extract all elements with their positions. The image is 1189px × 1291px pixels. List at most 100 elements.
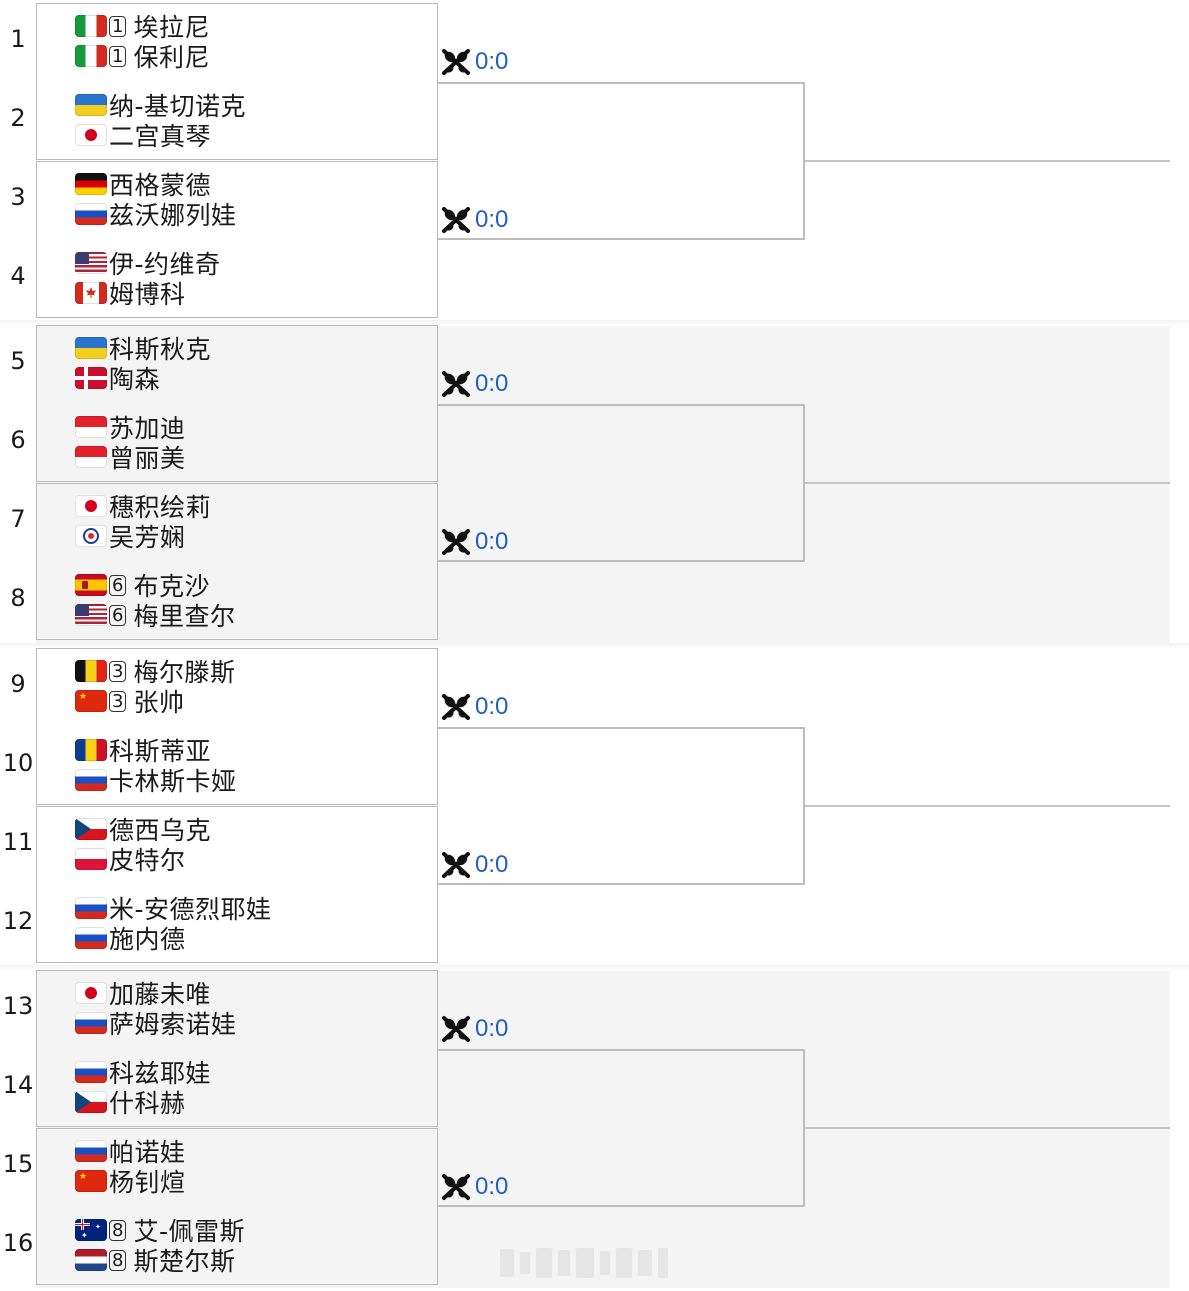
match-score[interactable]: 0:0	[475, 206, 509, 233]
match-result[interactable]: 0:0	[441, 48, 508, 76]
player-entry[interactable]: 1 保利尼	[75, 41, 210, 72]
match-score[interactable]: 0:0	[475, 693, 509, 720]
flag-us-icon	[75, 252, 107, 274]
flag-jp-icon	[75, 124, 107, 146]
player-entry[interactable]: 兹沃娜列娃	[75, 199, 237, 230]
player-name: 兹沃娜列娃	[109, 201, 237, 230]
bracket-section	[36, 325, 1170, 643]
match-score[interactable]: 0:0	[475, 1173, 509, 1200]
flag-ua-icon	[75, 337, 107, 359]
crossed-rackets-icon	[442, 852, 470, 878]
match-score[interactable]: 0:0	[475, 1015, 509, 1042]
match-result[interactable]: 0:0	[441, 851, 508, 879]
match-result[interactable]: 0:0	[441, 1015, 508, 1043]
player-entry[interactable]: 科斯秋克	[75, 333, 212, 364]
player-name: 斯楚尔斯	[133, 1247, 236, 1276]
player-entry[interactable]: 卡林斯卡娅	[75, 765, 237, 796]
player-entry[interactable]: 施内德	[75, 923, 186, 954]
player-name: 加藤未唯	[109, 980, 212, 1009]
crossed-rackets-icon	[442, 529, 470, 555]
flag-cn-icon: ★	[75, 690, 107, 712]
player-entry[interactable]: 萨姆索诺娃	[75, 1008, 237, 1039]
player-entry[interactable]: 吴芳娴	[75, 521, 186, 552]
player-entry[interactable]: 米-安德烈耶娃	[75, 893, 272, 924]
flag-de-icon	[75, 173, 107, 195]
player-entry[interactable]: 伊-约维奇	[75, 248, 221, 279]
crossed-rackets-icon	[442, 1174, 470, 1200]
match-result[interactable]: 0:0	[441, 693, 508, 721]
bracket-section	[36, 970, 1170, 1288]
flag-ru-icon	[75, 1061, 107, 1083]
flag-be-icon	[75, 660, 107, 682]
section-divider	[0, 643, 1189, 649]
player-name: 施内德	[109, 925, 186, 954]
player-entry[interactable]: 皮特尔	[75, 844, 186, 875]
match-score[interactable]: 0:0	[475, 48, 509, 75]
crossed-rackets-icon	[442, 1016, 470, 1042]
player-entry[interactable]: 苏加迪	[75, 412, 186, 443]
match-score[interactable]: 0:0	[475, 370, 509, 397]
player-entry[interactable]: 曾丽美	[75, 442, 186, 473]
player-name: 杨钊煊	[109, 1168, 186, 1197]
seed-badge: 1	[109, 45, 127, 67]
match-number: 12	[2, 907, 34, 935]
player-entry[interactable]: 陶森	[75, 363, 160, 394]
match-score[interactable]: 0:0	[475, 528, 509, 555]
player-entry[interactable]: 科兹耶娃	[75, 1057, 211, 1088]
round3-connector	[805, 805, 1170, 807]
seed-badge: 6	[109, 574, 127, 596]
match-result[interactable]: 0:0	[441, 206, 508, 234]
player-entry[interactable]: 科斯蒂亚	[75, 735, 211, 766]
flag-it-icon	[75, 45, 107, 67]
player-entry[interactable]: 纳-基切诺克	[75, 90, 246, 121]
player-entry[interactable]: 什科赫	[75, 1087, 186, 1118]
player-name: 苏加迪	[109, 414, 186, 443]
match-result[interactable]: 0:0	[441, 528, 508, 556]
match-number: 10	[2, 749, 34, 777]
player-name: 穗积绘莉	[109, 493, 212, 522]
player-name: 科斯秋克	[109, 335, 212, 364]
flag-cz-icon	[75, 818, 107, 840]
player-name: 张帅	[133, 688, 185, 717]
flag-ru-icon	[75, 897, 107, 919]
player-entry[interactable]: 西格蒙德	[75, 169, 211, 200]
player-entry[interactable]: 帕诺娃	[75, 1136, 186, 1167]
player-name: 帕诺娃	[109, 1138, 186, 1167]
round2-connector	[438, 1049, 805, 1207]
match-result[interactable]: 0:0	[441, 370, 508, 398]
player-name: 保利尼	[133, 43, 210, 72]
player-entry[interactable]: 二宫真琴	[75, 120, 211, 151]
match-number: 16	[2, 1229, 34, 1257]
crossed-rackets-icon	[442, 694, 470, 720]
match-number: 15	[2, 1150, 34, 1178]
flag-ru-icon	[75, 769, 107, 791]
match-number: 7	[10, 505, 26, 533]
player-name: 布克沙	[133, 572, 210, 601]
player-name: 德西乌克	[109, 816, 212, 845]
match-number: 9	[10, 670, 26, 698]
player-entry[interactable]: 穗积绘莉	[75, 491, 212, 522]
match-pair-box	[36, 1128, 438, 1285]
match-result[interactable]: 0:0	[441, 1173, 508, 1201]
bracket-section	[36, 648, 1170, 966]
player-entry[interactable]: 姆博科	[75, 278, 186, 309]
player-entry[interactable]: 德西乌克	[75, 814, 212, 845]
match-number: 1	[10, 25, 26, 53]
player-entry[interactable]: ★杨钊煊	[75, 1166, 186, 1197]
match-score[interactable]: 0:0	[475, 851, 509, 878]
round2-connector	[438, 82, 805, 240]
player-name: 梅尔滕斯	[133, 658, 236, 687]
player-entry[interactable]: 加藤未唯	[75, 978, 212, 1009]
round2-connector	[438, 727, 805, 885]
player-name: 艾-佩雷斯	[133, 1217, 245, 1246]
flag-jp-icon	[75, 495, 107, 517]
flag-ro-icon	[75, 739, 107, 761]
crossed-rackets-icon	[442, 49, 470, 75]
player-entry[interactable]: 6 布克沙	[75, 570, 210, 601]
